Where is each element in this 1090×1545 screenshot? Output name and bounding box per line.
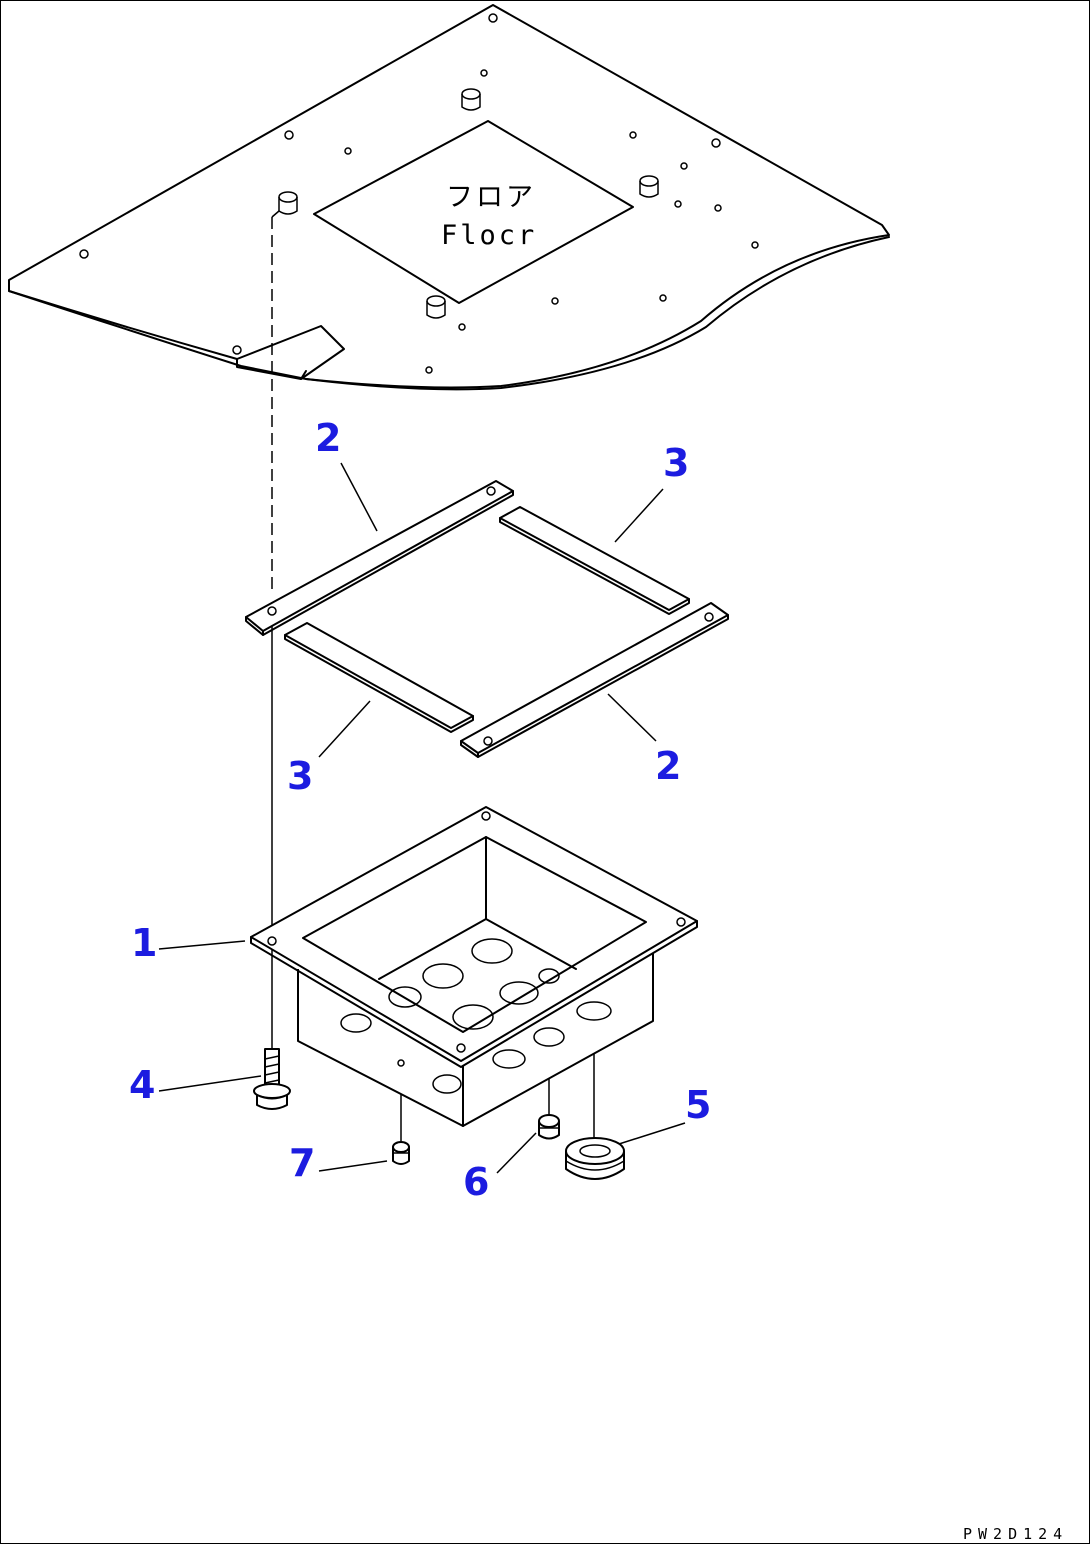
floor-plate: フロア Flocr	[8, 4, 890, 391]
leader-lines	[158, 462, 686, 1174]
callouts: 1 2 2 3 3 4 5 6 7	[129, 416, 711, 1204]
junction-box	[250, 806, 698, 1127]
callout-1: 1	[131, 921, 157, 965]
bolt	[253, 1048, 291, 1110]
callout-2-lower: 2	[655, 744, 681, 788]
grommet	[565, 1137, 625, 1180]
callout-7: 7	[289, 1141, 315, 1185]
plug-medium	[538, 1114, 560, 1140]
callout-3-lower: 3	[287, 754, 313, 798]
floor-label-jp: フロア	[446, 182, 536, 213]
spacer-plate-left	[245, 480, 514, 636]
drawing-code: PW2D124	[963, 1525, 1068, 1543]
callout-4: 4	[129, 1063, 155, 1107]
center-lines	[271, 210, 595, 1141]
floor-label-en: Flocr	[441, 220, 537, 251]
callout-3-upper: 3	[663, 441, 689, 485]
spacer-plate-right	[460, 602, 729, 758]
callout-5: 5	[685, 1083, 711, 1127]
seal-strip-right	[499, 506, 690, 615]
seal-strip-left	[284, 622, 474, 733]
callout-6: 6	[463, 1160, 489, 1204]
callout-2-upper: 2	[315, 416, 341, 460]
plug-small	[392, 1141, 410, 1165]
